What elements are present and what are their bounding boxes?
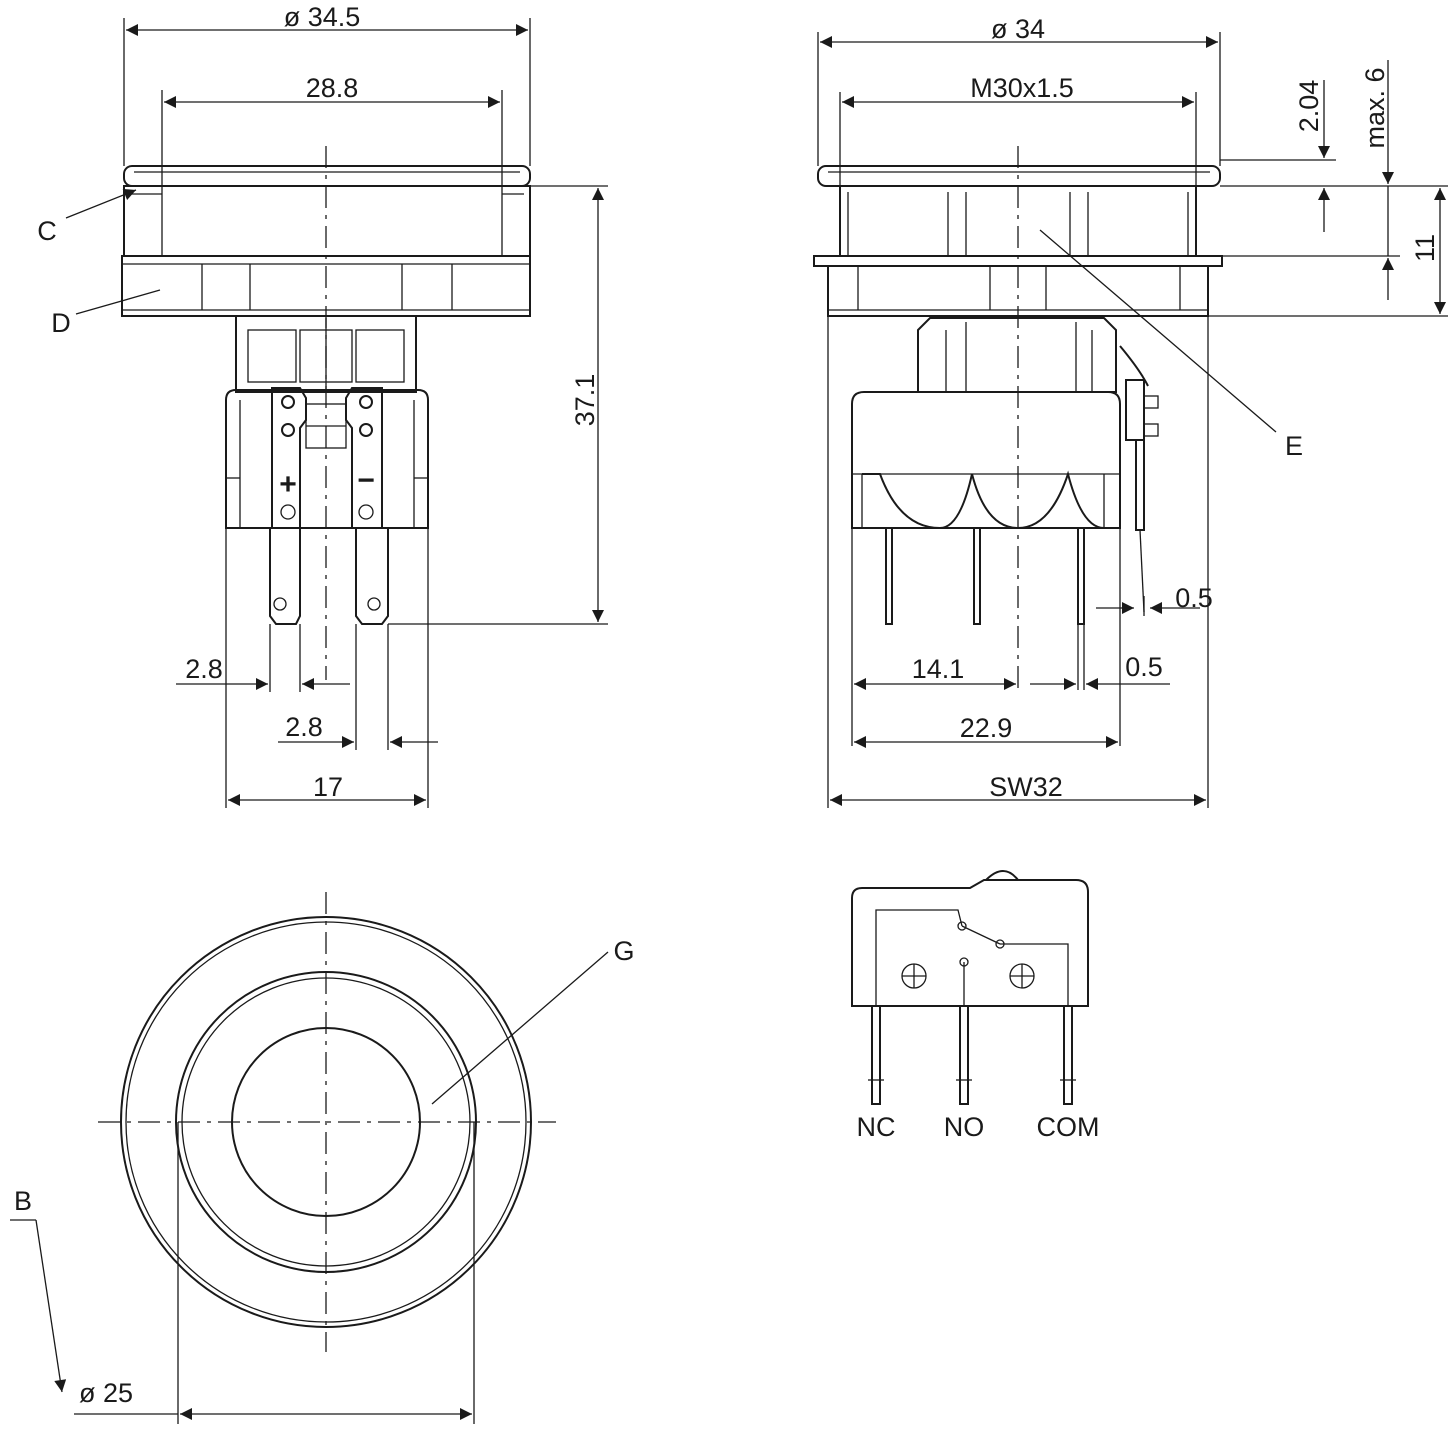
front-view: + − bbox=[121, 146, 531, 680]
schematic-pin-com bbox=[1063, 1005, 1073, 1105]
side-switch-top bbox=[917, 317, 1117, 393]
led-connector bbox=[1125, 379, 1145, 441]
label-b: B bbox=[14, 1186, 32, 1216]
dim-side-pin-thickness-b: 0.5 bbox=[1125, 652, 1163, 682]
front-collar bbox=[123, 185, 531, 257]
side-view-dimensions: ø 34 M30x1.5 2.04 max. 6 11 E 0.5 14.1 0… bbox=[817, 14, 1448, 808]
label-e: E bbox=[1285, 431, 1303, 461]
pin-label-no: NO bbox=[944, 1112, 985, 1142]
pin-label-com: COM bbox=[1037, 1112, 1100, 1142]
dim-front-height: 37.1 bbox=[570, 374, 600, 427]
side-pin-com bbox=[1077, 527, 1085, 625]
dim-side-pin-pitch: 14.1 bbox=[912, 654, 965, 684]
front-bezel bbox=[123, 165, 531, 187]
schematic-pin-nc bbox=[871, 1005, 881, 1105]
dim-side-thread: M30x1.5 bbox=[970, 73, 1074, 103]
dim-top-inner-dia: ø 25 bbox=[79, 1378, 133, 1408]
plus-terminal-plate bbox=[271, 387, 307, 529]
dim-side-max-panel: max. 6 bbox=[1360, 67, 1390, 148]
dim-front-body-width: 17 bbox=[313, 772, 343, 802]
pin-label-nc: NC bbox=[857, 1112, 896, 1142]
side-switch-body bbox=[851, 391, 1121, 529]
dim-side-outer-dia: ø 34 bbox=[991, 14, 1045, 44]
schematic-housing bbox=[851, 879, 1089, 1007]
led-wire bbox=[1119, 345, 1149, 387]
led-lead bbox=[1135, 440, 1145, 531]
schematic-pin-no bbox=[959, 1005, 969, 1105]
dim-front-tab-width-b: 2.8 bbox=[285, 712, 323, 742]
side-pin-no bbox=[973, 527, 981, 625]
front-switch-body bbox=[225, 389, 429, 529]
label-c: C bbox=[37, 216, 57, 246]
label-g: G bbox=[613, 936, 634, 966]
dim-front-tab-width-a: 2.8 bbox=[185, 654, 223, 684]
minus-symbol: − bbox=[357, 464, 375, 497]
dim-front-lens-width: 28.8 bbox=[306, 73, 359, 103]
front-view-dimensions: ø 34.5 28.8 37.1 2.8 2.8 17 C D bbox=[37, 2, 608, 808]
side-body-profile bbox=[862, 470, 1105, 530]
dim-front-outer-dia: ø 34.5 bbox=[284, 2, 361, 32]
minus-terminal-plate bbox=[345, 387, 383, 529]
side-bezel bbox=[817, 165, 1221, 187]
spade-tab-left bbox=[269, 528, 301, 625]
side-pin-nc bbox=[885, 527, 893, 625]
label-d: D bbox=[51, 308, 71, 338]
spade-tab-right bbox=[355, 528, 389, 625]
schematic-actuator bbox=[985, 870, 1019, 881]
plus-symbol: + bbox=[279, 468, 297, 501]
dim-side-collar-height: 11 bbox=[1410, 234, 1440, 262]
dim-side-bezel-height: 2.04 bbox=[1294, 80, 1324, 133]
top-view: G ø 25 B bbox=[10, 892, 635, 1424]
switch-schematic: NC NO COM bbox=[851, 870, 1100, 1142]
dim-side-pin-thickness-a: 0.5 bbox=[1175, 583, 1213, 613]
dim-side-body-length: 22.9 bbox=[960, 713, 1013, 743]
side-view bbox=[813, 146, 1223, 690]
dim-side-wrench-size: SW32 bbox=[989, 772, 1063, 802]
